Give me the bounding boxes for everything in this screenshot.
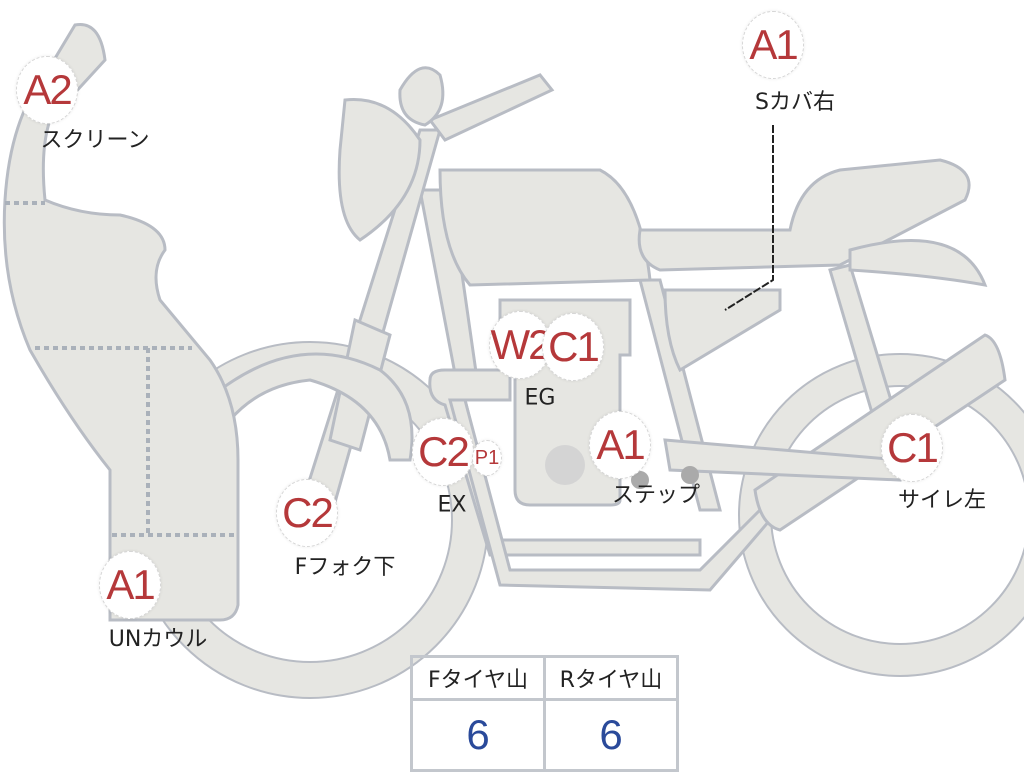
caption-under-cowl: UNカウル	[108, 627, 208, 652]
code-marker-side-cover-right: A1	[742, 11, 804, 79]
caption-screen: スクリーン	[40, 128, 150, 153]
seat	[637, 158, 971, 272]
caption-muffler-left: サイレ左	[897, 488, 987, 513]
fuel-tank	[438, 168, 652, 287]
code-marker-exhaust-c2: C2	[412, 418, 474, 486]
caption-exhaust: EX	[437, 492, 467, 518]
code-marker-muffler-left: C1	[881, 414, 943, 482]
code-marker-step: A1	[589, 411, 651, 479]
caption-side-cover-right: Sカバ右	[755, 90, 835, 115]
handlebar	[427, 73, 555, 142]
code-marker-under-cowl: A1	[99, 551, 161, 619]
code-marker-fork-lower: C2	[276, 479, 338, 547]
side-cover	[663, 288, 782, 373]
tire-tread-table: Fタイヤ山 Rタイヤ山 6 6	[410, 655, 679, 772]
caption-fork-lower: Fフォク下	[294, 555, 396, 580]
front-tire-header: Fタイヤ山	[410, 655, 546, 701]
leader-line	[724, 125, 774, 311]
rear-tire-header: Rタイヤ山	[543, 655, 679, 701]
caption-engine: EG	[524, 385, 556, 411]
caption-step: ステップ	[611, 483, 701, 508]
front-tire-value: 6	[410, 698, 546, 772]
code-marker-screen: A2	[16, 56, 78, 124]
code-marker-exhaust-p1: P1	[472, 440, 502, 476]
code-marker-engine-w2: W2	[489, 311, 552, 379]
fairing	[2, 22, 240, 622]
code-marker-engine-c1: C1	[542, 313, 604, 381]
headlight	[337, 98, 422, 242]
rear-tire-value: 6	[543, 698, 679, 772]
muffler	[753, 333, 1007, 532]
